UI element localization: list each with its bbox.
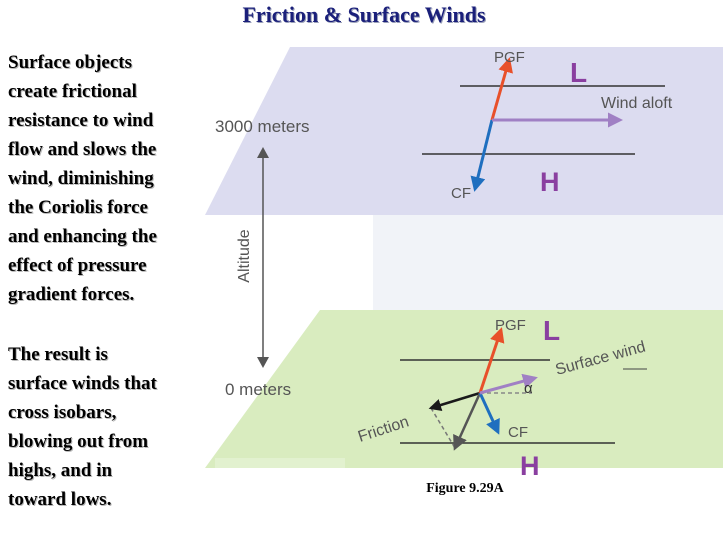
explanation-line: effect of pressure	[8, 255, 147, 276]
slide-title: Friction & Surface Winds	[242, 2, 486, 27]
result-paragraph: The result is surface winds that cross i…	[8, 340, 208, 514]
explanation-line: the Coriolis force	[8, 197, 148, 218]
lower-pgf-arrow	[478, 327, 505, 394]
lower-high-pressure: H	[520, 451, 540, 480]
layer-column	[373, 215, 723, 310]
upper-plane	[205, 47, 723, 215]
deflection-angle-label: α	[524, 380, 533, 397]
result-line: surface winds that	[8, 373, 157, 394]
explanation-paragraph: Surface objects create frictional resist…	[8, 48, 208, 309]
lower-plane	[205, 310, 723, 468]
altitude-up-arrowhead	[257, 147, 269, 158]
result-line: blowing out from	[8, 431, 149, 452]
result-line: toward lows.	[8, 489, 112, 510]
friction-resultant-arrow	[453, 392, 482, 451]
explanation-line: Surface objects	[8, 52, 132, 73]
figure-caption: Figure 9.29A	[426, 481, 504, 496]
result-line: cross isobars,	[8, 402, 117, 423]
explanation-line: gradient forces.	[8, 284, 135, 305]
wind-aloft-label: Wind aloft	[601, 95, 673, 112]
upper-cf-label: CF	[451, 185, 471, 202]
upper-high-pressure: H	[540, 167, 560, 197]
explanation-line: flow and slows the	[8, 139, 157, 160]
lower-pgf-label: PGF	[495, 317, 526, 334]
altitude-label: Altitude	[236, 229, 253, 282]
resultant-dashed-line	[430, 407, 456, 449]
friction-winds-diagram: PGF L Wind aloft H CF PGF L Surface wind…	[205, 47, 723, 480]
lower-low-pressure: L	[543, 315, 560, 346]
upper-low-pressure: L	[570, 57, 587, 88]
explanation-line: and enhancing the	[8, 226, 157, 247]
upper-pgf-label: PGF	[494, 49, 525, 66]
top-height-label: 3000 meters	[215, 117, 310, 136]
upper-pgf-arrow	[490, 57, 513, 121]
friction-arrow	[428, 391, 481, 412]
lower-cf-arrow	[478, 392, 500, 435]
result-line: highs, and in	[8, 460, 113, 481]
altitude-down-arrowhead	[257, 357, 269, 368]
result-line: The result is	[8, 344, 108, 365]
explanation-line: create frictional	[8, 81, 137, 102]
surface-wind-arrow	[479, 373, 538, 395]
upper-cf-arrow	[470, 119, 494, 192]
credit-watermark	[215, 458, 345, 480]
explanation-line: resistance to wind	[8, 110, 154, 131]
explanation-line: wind, diminishing	[8, 168, 154, 189]
lower-cf-label: CF	[508, 424, 528, 441]
bottom-height-label: 0 meters	[225, 380, 291, 399]
